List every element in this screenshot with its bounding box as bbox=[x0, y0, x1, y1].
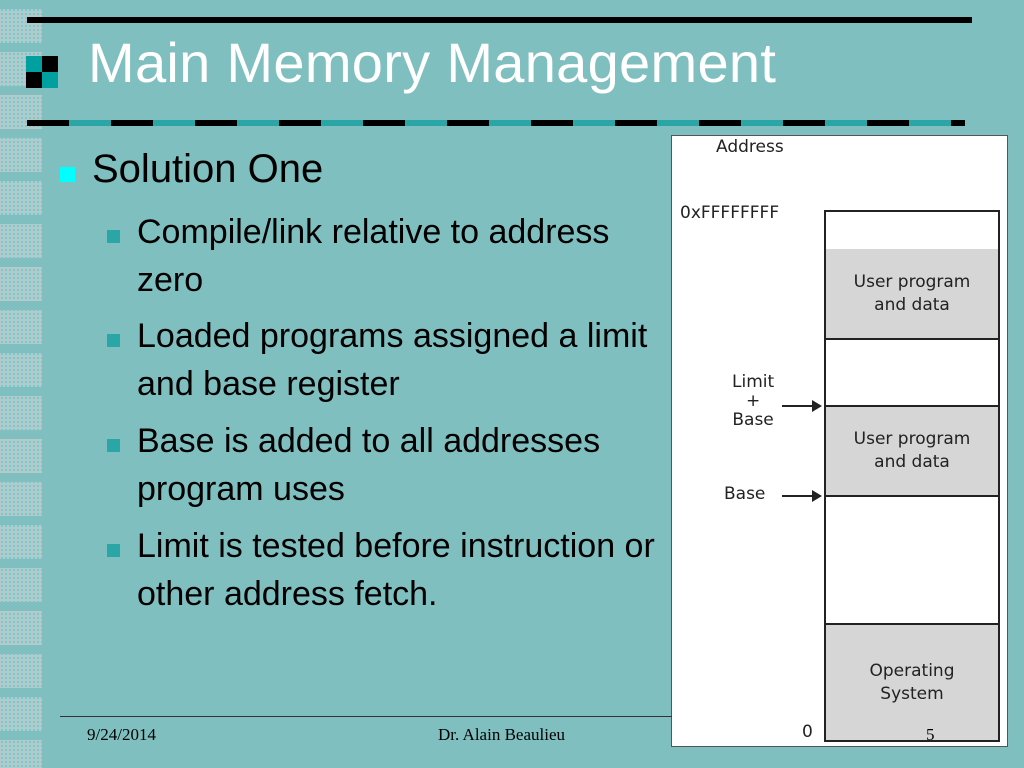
title-divider bbox=[27, 120, 965, 126]
footer-date: 9/24/2014 bbox=[87, 725, 156, 744]
sub-bullet-square-icon bbox=[107, 439, 120, 452]
slide-title: Main Memory Management bbox=[88, 31, 777, 94]
limit-arrow-icon bbox=[782, 400, 822, 412]
memory-segment-user-program-upper: User program and data bbox=[824, 249, 1000, 340]
sub-bullet-square-icon bbox=[107, 230, 120, 243]
sub-bullet-square-icon bbox=[107, 544, 120, 557]
memory-segment-free-top bbox=[824, 210, 1000, 251]
memory-segment-free-middle bbox=[824, 340, 1000, 407]
base-label: Base bbox=[724, 484, 766, 504]
left-decorative-strip bbox=[0, 0, 42, 768]
base-arrow-icon bbox=[782, 490, 822, 502]
memory-layout-diagram: Address 0xFFFFFFFF 0 Limit + Base Base U… bbox=[671, 135, 1008, 747]
title-marker-icon bbox=[26, 56, 60, 90]
footer-rule bbox=[60, 716, 672, 717]
address-header: Address bbox=[716, 137, 784, 157]
memory-segment-user-program-lower: User program and data bbox=[824, 407, 1000, 497]
sub-bullet-square-icon bbox=[107, 334, 120, 347]
memory-segment-operating-system: Operating System bbox=[824, 625, 1000, 742]
footer-page-number: 5 bbox=[926, 725, 935, 744]
segment-label: Operating System bbox=[869, 660, 955, 704]
top-address-label: 0xFFFFFFFF bbox=[680, 203, 780, 223]
sub-bullet-2: Loaded programs assigned a limit and bas… bbox=[137, 317, 648, 403]
sub-bullet-1: Compile/link relative to address zero bbox=[137, 213, 610, 299]
memory-segment-free-lower bbox=[824, 497, 1000, 625]
top-rule bbox=[27, 17, 972, 23]
limit-plus-base-label: Limit + Base bbox=[732, 372, 775, 430]
sub-bullet-3: Base is added to all addresses program u… bbox=[137, 422, 601, 508]
segment-label: User program and data bbox=[853, 429, 971, 472]
sub-bullet-4: Limit is tested before instruction or ot… bbox=[137, 527, 655, 613]
bullet-square-icon bbox=[60, 167, 75, 182]
footer-author: Dr. Alain Beaulieu bbox=[438, 725, 566, 744]
bottom-address-label: 0 bbox=[802, 722, 813, 742]
memory-column: User program and data User program and d… bbox=[824, 210, 1000, 742]
segment-label: User program and data bbox=[853, 271, 971, 315]
main-bullet-text: Solution One bbox=[92, 147, 324, 191]
